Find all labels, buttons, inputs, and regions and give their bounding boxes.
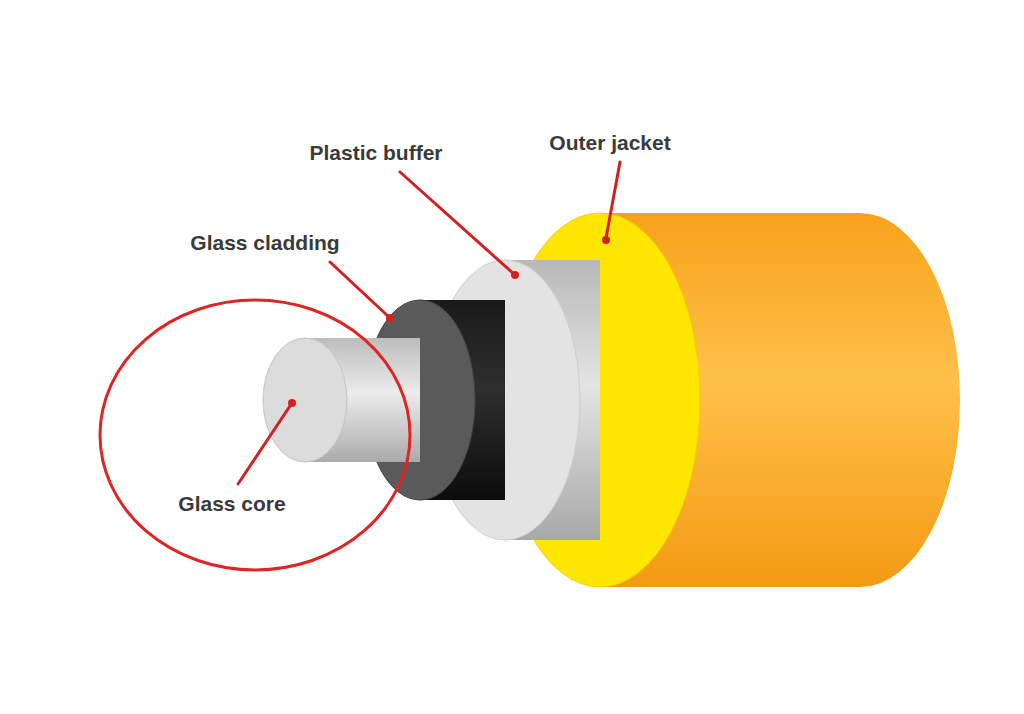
highlight-circle — [100, 300, 410, 570]
leader-dot — [386, 314, 394, 322]
leader-line — [238, 403, 292, 484]
core-face — [263, 338, 347, 462]
leader-dot — [511, 271, 519, 279]
part-label: Plastic buffer — [309, 140, 442, 165]
part-label: Outer jacket — [549, 130, 670, 155]
leader-line — [400, 172, 515, 275]
leader-dot — [602, 236, 610, 244]
leader-line — [330, 262, 390, 318]
leader-dot — [288, 399, 296, 407]
part-label: Glass core — [178, 491, 285, 516]
part-label: Glass cladding — [190, 230, 339, 255]
leader-line — [606, 162, 620, 238]
